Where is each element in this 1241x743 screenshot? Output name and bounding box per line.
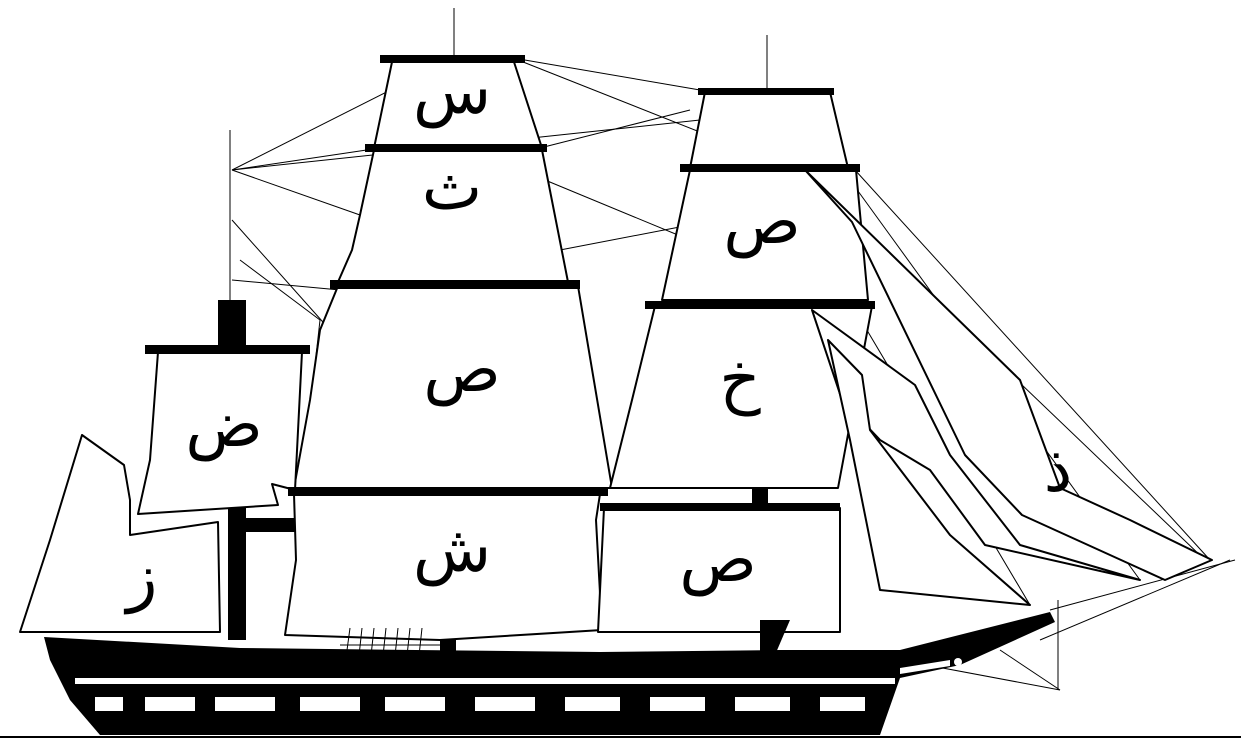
main-course-label: ش <box>413 513 491 587</box>
spanker-bottom-label: ز <box>124 541 158 615</box>
fore-topsail-label: خ <box>719 343 761 417</box>
main-royal-label: س <box>413 55 491 129</box>
main-topgallant-label: ث <box>422 151 482 225</box>
jib-label: ذ <box>1044 433 1073 507</box>
jib-sails <box>805 170 1212 605</box>
fore-topgallant-label: ص <box>723 185 800 259</box>
spanker-top-label: ض <box>185 388 262 462</box>
fore-course-label: ص <box>679 523 756 597</box>
main-topsail-label: ص <box>423 333 500 407</box>
fore-royal-sail <box>690 92 848 168</box>
